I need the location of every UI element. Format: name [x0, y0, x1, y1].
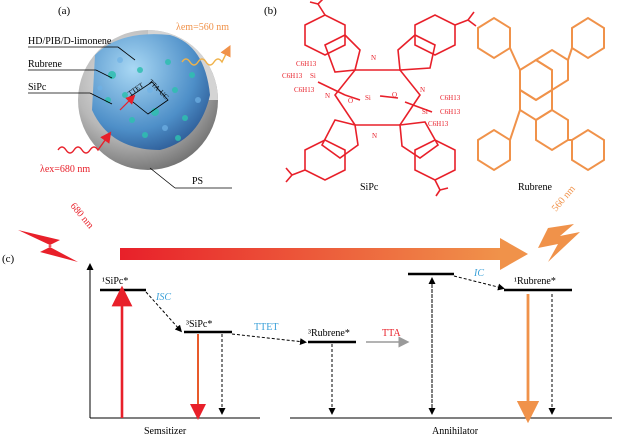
rubrene-caption: Rubrene	[518, 182, 552, 193]
process-isc: ISC	[155, 292, 171, 303]
band-right-label: 560 nm	[550, 183, 578, 213]
sipc-o-2: O	[392, 91, 397, 99]
sipc-n-2: N	[325, 92, 330, 100]
emission-label: λem=560 nm	[176, 22, 229, 33]
process-ic: IC	[473, 268, 484, 279]
wavelength-band	[18, 224, 580, 270]
axis-label-sensitizer: Semsitizer	[144, 426, 187, 437]
sipc-c6h13-2: C6H13	[282, 72, 303, 80]
sipc-n-4: N	[372, 132, 377, 140]
excitation-label: λex=680 nm	[40, 164, 90, 175]
ttet-arrow	[231, 333, 307, 346]
band-left-label: 680 nm	[68, 201, 96, 231]
sipc-structure	[285, 0, 477, 197]
sipc-label-a: SiPc	[28, 82, 47, 93]
state-s1-rub: ¹Rubrene*	[514, 276, 556, 287]
sipc-si-right: Si	[422, 108, 428, 116]
sipc-caption: SiPc	[360, 182, 379, 193]
sipc-o-1: O	[348, 97, 353, 105]
energy-axes	[86, 263, 612, 419]
panel-a-label: (a)	[58, 5, 71, 17]
sipc-c6h13-1: C6H13	[296, 60, 317, 68]
panel-b-label: (b)	[264, 5, 277, 17]
rubrene-label-a: Rubrene	[28, 59, 62, 70]
sipc-si-left: Si	[310, 72, 316, 80]
sipc-c6h13-6: C6H13	[428, 120, 449, 128]
process-ttet: TTET	[254, 322, 278, 333]
sipc-c6h13-4: C6H13	[440, 94, 461, 102]
layer-label: HD/PIB/D-limonene	[28, 36, 112, 47]
process-tta: TTA	[382, 328, 401, 339]
axis-label-annihilator: Annihilator	[432, 426, 479, 437]
state-t1-sipc: ³SiPc*	[186, 319, 212, 330]
sipc-c6h13-3: C6H13	[294, 86, 315, 94]
transitions	[111, 275, 556, 424]
emission-wave	[181, 44, 231, 66]
isc-arrow	[145, 291, 183, 333]
rubrene-structure	[477, 16, 605, 172]
sipc-n-3: N	[420, 86, 425, 94]
excitation-wave	[57, 131, 112, 154]
sipc-c6h13-5: C6H13	[440, 108, 461, 116]
ic-arrow	[453, 275, 505, 291]
state-s1-sipc: ¹SiPc*	[102, 276, 128, 287]
nanocapsule-sphere	[78, 30, 218, 170]
panel-c-label: (c)	[2, 253, 15, 265]
sipc-si-center: Si	[365, 94, 371, 102]
energy-levels	[100, 272, 572, 344]
state-t1-rub: ³Rubrene*	[308, 328, 350, 339]
sipc-n-1: N	[371, 54, 376, 62]
ps-label: PS	[192, 176, 203, 187]
